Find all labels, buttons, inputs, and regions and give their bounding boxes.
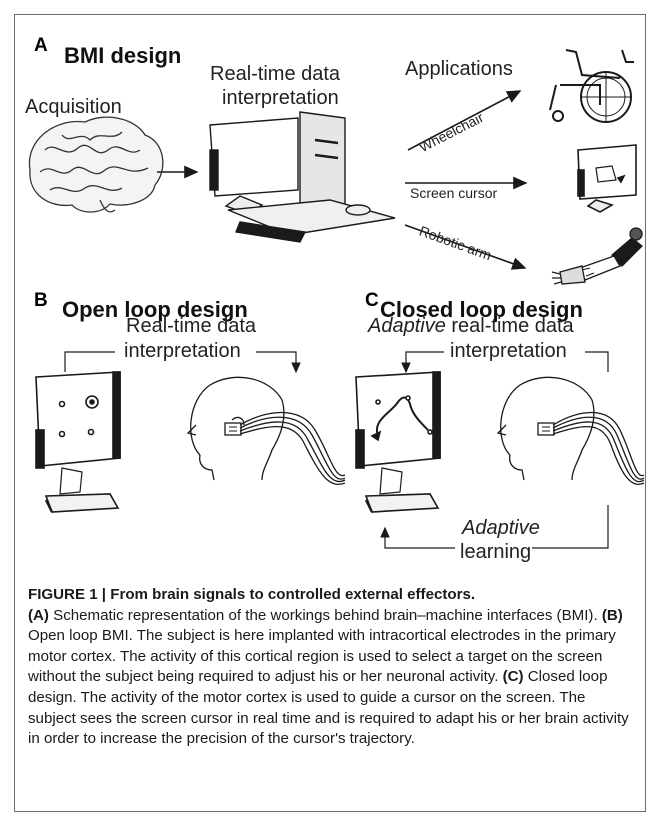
screen-icon	[577, 144, 637, 213]
arrow-b-interpretation	[256, 351, 301, 374]
panel-b-letter: B	[34, 290, 48, 311]
c-interpretation-line2: interpretation	[450, 340, 567, 362]
caption-title: FIGURE 1 | From brain signals to control…	[28, 586, 476, 603]
bracket-c-right	[585, 351, 609, 372]
bracket-c-learning-right	[532, 505, 609, 549]
caption-a-text: Schematic representation of the workings…	[48, 606, 602, 624]
panel-a-title: BMI design	[64, 43, 182, 68]
caption-c-label: (C)	[502, 668, 524, 686]
head-implant-icon	[186, 376, 346, 486]
head-implant-icon	[496, 376, 645, 486]
screen-cursor-label: Screen cursor	[410, 185, 498, 201]
figure-frame	[14, 14, 646, 812]
arrow-wheelchair	[407, 90, 522, 151]
c-learning-line2: learning	[460, 541, 532, 563]
computer-icon	[209, 111, 396, 243]
wheelchair-icon	[549, 49, 634, 123]
caption-a-label: (A)	[28, 606, 49, 624]
c-interpretation-line1: Adaptive real-time data	[368, 314, 574, 338]
panel-b-title: Open loop design	[62, 297, 248, 322]
interpretation-line1: Real-time data	[210, 63, 341, 85]
c-learning-line1: Adaptive	[462, 517, 540, 539]
arrow-c-interpretation	[401, 351, 444, 374]
robotic-arm-icon	[551, 227, 643, 285]
c-adaptive-word: Adaptive	[368, 315, 446, 337]
brain-icon	[28, 116, 164, 213]
acquisition-label: Acquisition	[25, 96, 122, 118]
panel-a-letter: A	[34, 35, 48, 56]
figure-illustration	[28, 49, 645, 549]
interpretation-line2: interpretation	[222, 87, 339, 109]
monitor-closed-loop	[355, 371, 441, 513]
bracket-b-left	[64, 351, 115, 372]
applications-label: Applications	[405, 58, 513, 80]
figure-caption: FIGURE 1 | From brain signals to control…	[28, 585, 630, 750]
panel-c-title: Closed loop design	[380, 297, 583, 322]
b-interpretation-line2: interpretation	[124, 340, 241, 362]
caption-c-text: Closed loop design. The activity of the …	[28, 668, 629, 748]
arrow-robotic-arm	[404, 224, 527, 270]
monitor-open-loop	[35, 371, 121, 513]
b-interpretation-line1: Real-time data	[126, 315, 257, 337]
caption-b-text: Open loop BMI. The subject is here impla…	[28, 627, 616, 686]
caption-b-label: (B)	[601, 606, 623, 624]
arrow-c-learning	[380, 526, 455, 549]
panel-c-letter: C	[365, 290, 379, 311]
c-interp-rest: real-time data	[445, 315, 574, 337]
